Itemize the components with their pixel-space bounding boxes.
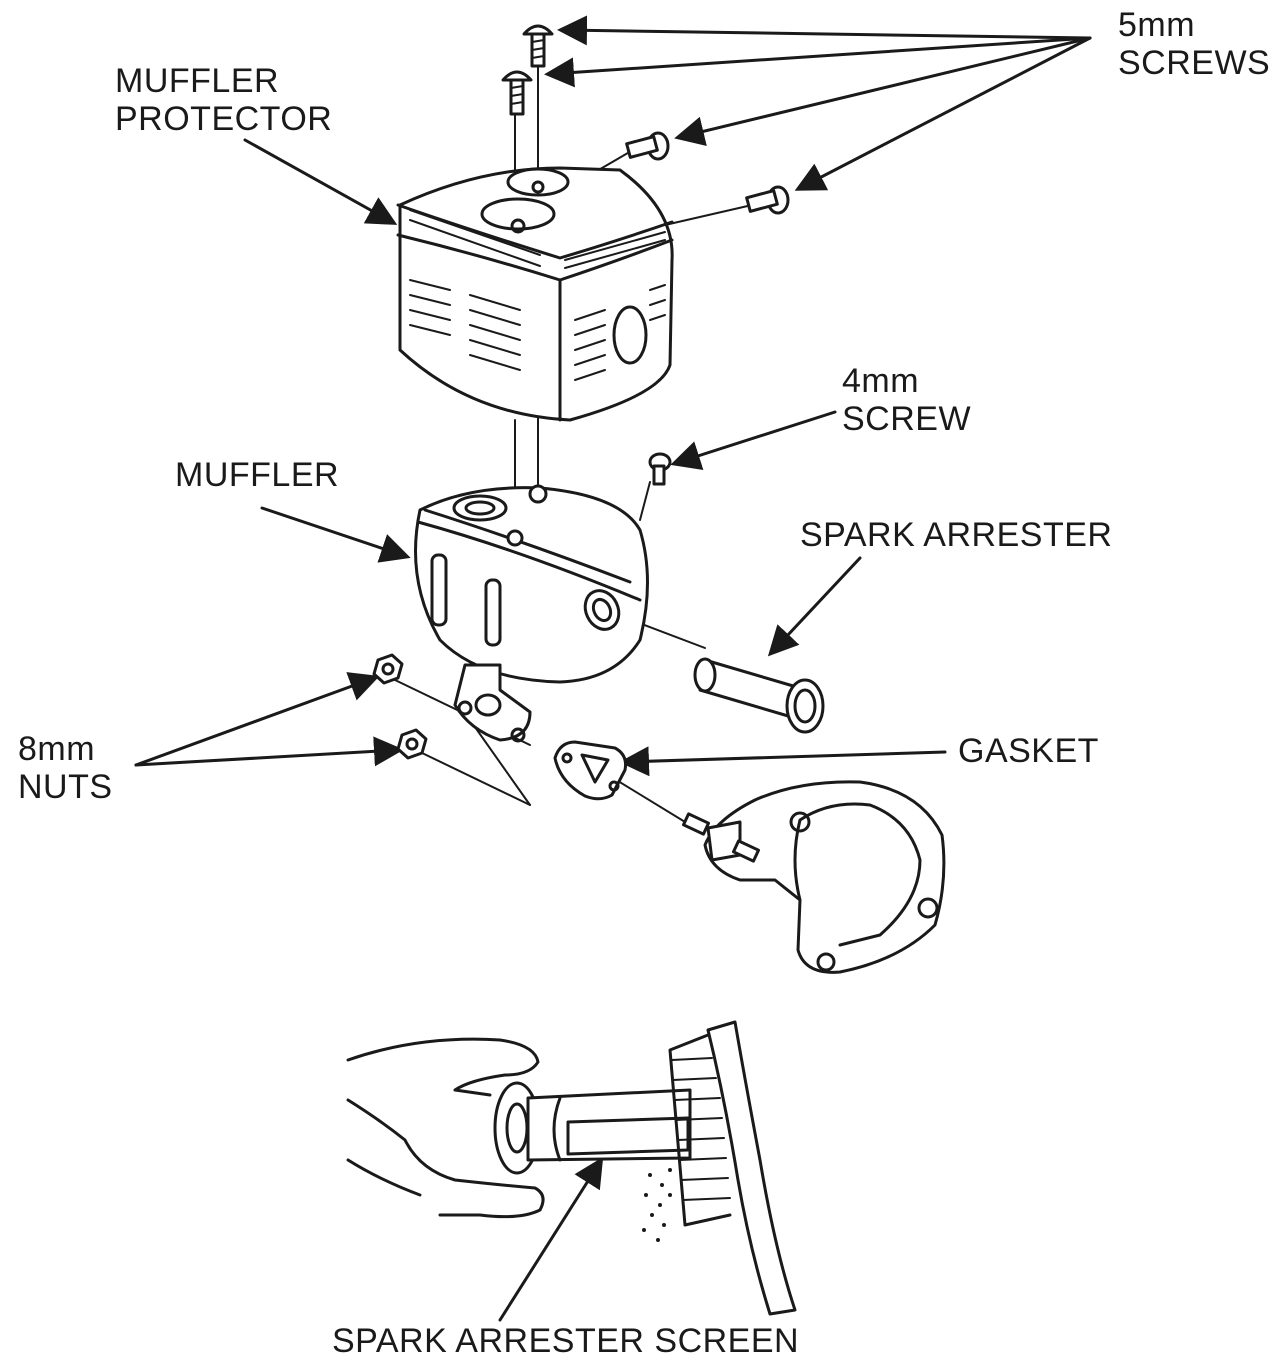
arrow-5mm-screw-2	[544, 36, 1092, 88]
arrow-5mm-screw-4	[794, 36, 1092, 191]
label-muffler-protector-line1: MUFFLER	[115, 62, 280, 100]
cleaning-scene-drawing	[346, 1020, 797, 1316]
label-8mm-nuts: 8mm NUTS	[18, 730, 113, 806]
screw-5mm-second	[501, 70, 533, 116]
label-4mm-screw-line1: 4mm	[842, 362, 920, 400]
label-5mm-screws: 5mm SCREWS	[1118, 6, 1270, 82]
label-spark-arrester: SPARK ARRESTER	[800, 516, 1113, 554]
label-muffler-protector: MUFFLER PROTECTOR	[115, 62, 332, 138]
label-muffler: MUFFLER	[175, 456, 340, 494]
label-8mm-nuts-line1: 8mm	[18, 730, 96, 768]
label-5mm-screws-line1: 5mm	[1118, 6, 1196, 44]
label-muffler-protector-line2: PROTECTOR	[115, 100, 333, 138]
muffler-drawing	[414, 484, 649, 743]
arrow-gasket	[619, 746, 947, 777]
leader-arrows	[134, 15, 1092, 1322]
arrow-muffler-protector	[243, 138, 398, 225]
muffler-protector-drawing	[396, 166, 674, 422]
cylinder-head-drawing	[681, 780, 946, 974]
screw-5mm-side-2	[745, 185, 790, 215]
arrow-spark-arrester-screen	[498, 1156, 604, 1322]
arrow-5mm-screw-3	[674, 36, 1092, 146]
label-5mm-screws-line2: SCREWS	[1118, 44, 1271, 82]
label-spark-arrester-screen: SPARK ARRESTER SCREEN	[332, 1322, 800, 1360]
arrow-spark-arrester	[767, 556, 862, 657]
label-gasket: GASKET	[958, 732, 1099, 770]
debris-dots	[642, 1168, 672, 1242]
label-4mm-screw-line2: SCREW	[842, 400, 972, 438]
screw-4mm	[648, 452, 672, 486]
gasket-drawing	[553, 740, 627, 801]
arrow-8mm-nut-1	[134, 672, 380, 767]
screw-5mm-top	[522, 24, 554, 68]
label-4mm-screw: 4mm SCREW	[842, 362, 971, 438]
arrow-muffler	[260, 506, 411, 563]
label-8mm-nuts-line2: NUTS	[18, 768, 113, 806]
nut-8mm-2	[396, 728, 428, 760]
screw-5mm-side-1	[625, 131, 670, 161]
arrow-4mm-screw	[670, 410, 837, 470]
spark-arrester-drawing	[693, 657, 825, 734]
nut-8mm-1	[372, 653, 404, 685]
arrow-8mm-nut-2	[134, 736, 404, 767]
arrow-5mm-screw-1	[557, 15, 1092, 46]
